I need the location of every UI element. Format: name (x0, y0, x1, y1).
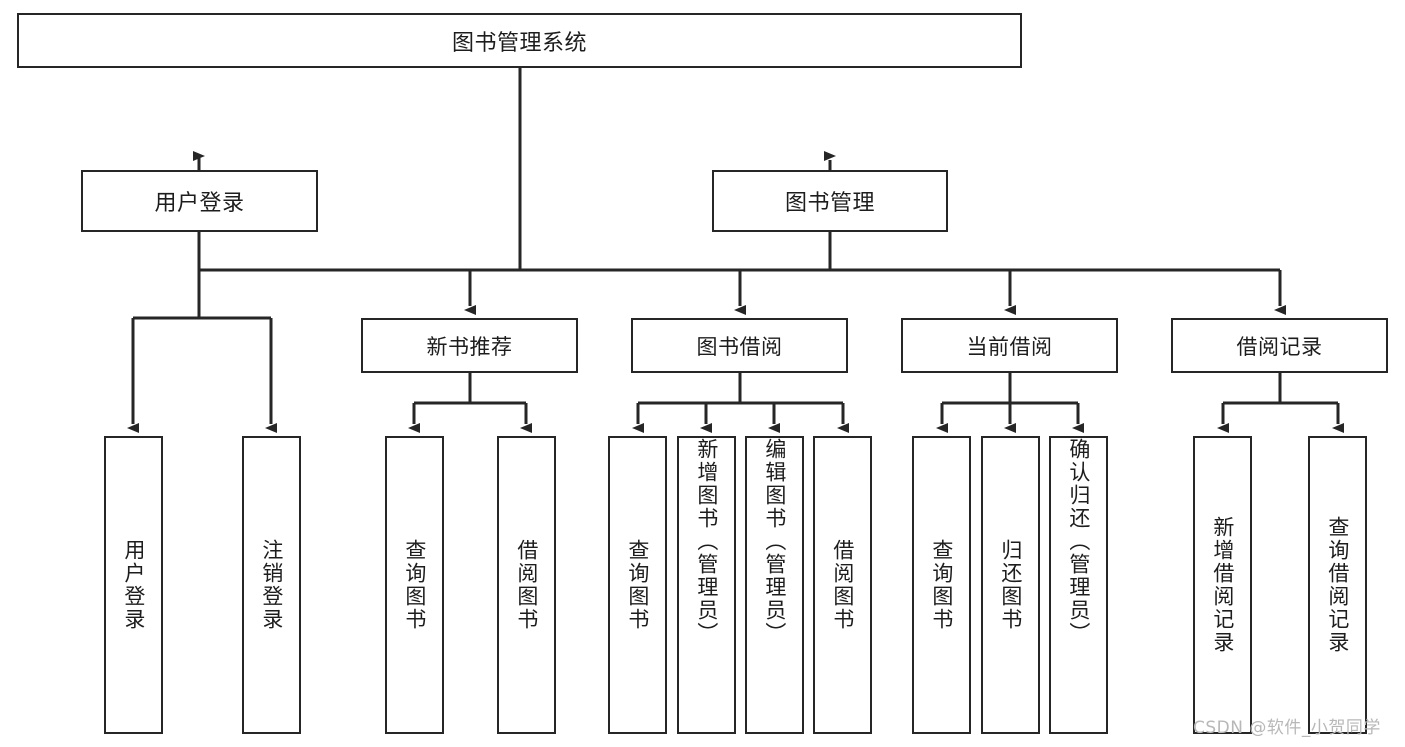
leaf-book-borrow-edit-book-admin[interactable]: 编辑图书（管理员） (745, 436, 804, 734)
edges-borrow-record-leaves (1217, 373, 1344, 433)
leaf-label: 注销登录 (259, 539, 284, 631)
leaf-book-borrow-query-book[interactable]: 查询图书 (608, 436, 667, 734)
leaf-borrow-record-query-record[interactable]: 查询借阅记录 (1308, 436, 1367, 734)
edges-current-borrow-leaves (936, 373, 1084, 433)
leaf-user-login-logout[interactable]: 注销登录 (242, 436, 301, 734)
leaf-label: 用户登录 (121, 539, 146, 631)
edges-book-borrow-leaves (632, 373, 849, 433)
leaf-label: 查询图书 (625, 539, 650, 631)
leaf-new-book-query-book[interactable]: 查询图书 (385, 436, 444, 734)
leaf-user-login-login[interactable]: 用户登录 (104, 436, 163, 734)
node-book-borrow[interactable]: 图书借阅 (631, 318, 848, 373)
leaf-label: 查询图书 (402, 539, 427, 631)
node-book-management[interactable]: 图书管理 (712, 170, 948, 232)
edges-book-manage-subtree (464, 232, 1286, 315)
leaf-borrow-record-add-record[interactable]: 新增借阅记录 (1193, 436, 1252, 734)
node-user-login-label: 用户登录 (154, 191, 245, 216)
leaf-current-borrow-query-book[interactable]: 查询图书 (912, 436, 971, 734)
leaf-label: 新增图书（管理员） (694, 438, 719, 645)
leaf-label: 查询图书 (929, 539, 954, 631)
leaf-book-borrow-borrow-book[interactable]: 借阅图书 (813, 436, 872, 734)
leaf-label: 借阅图书 (830, 539, 855, 631)
leaf-current-borrow-confirm-return-admin[interactable]: 确认归还（管理员） (1049, 436, 1108, 734)
edges-root (197, 67, 830, 272)
leaf-label: 借阅图书 (514, 539, 539, 631)
leaf-label: 新增借阅记录 (1210, 516, 1235, 654)
node-root-book-management-system[interactable]: 图书管理系统 (17, 13, 1022, 68)
leaf-current-borrow-return-book[interactable]: 归还图书 (981, 436, 1040, 734)
node-borrow-record-label: 借阅记录 (1236, 334, 1323, 359)
node-borrow-record[interactable]: 借阅记录 (1171, 318, 1388, 373)
node-current-borrow-label: 当前借阅 (966, 334, 1053, 359)
leaf-label: 查询借阅记录 (1325, 516, 1350, 654)
node-current-borrow[interactable]: 当前借阅 (901, 318, 1118, 373)
node-new-book-recommend-label: 新书推荐 (426, 334, 513, 359)
edges-user-login-subtree (127, 232, 277, 433)
node-book-borrow-label: 图书借阅 (696, 334, 783, 359)
node-book-management-label: 图书管理 (784, 191, 875, 216)
leaf-book-borrow-add-book-admin[interactable]: 新增图书（管理员） (677, 436, 736, 734)
node-new-book-recommend[interactable]: 新书推荐 (361, 318, 578, 373)
leaf-label: 归还图书 (998, 539, 1023, 631)
node-root-label: 图书管理系统 (451, 30, 587, 56)
leaf-label: 编辑图书（管理员） (762, 438, 787, 645)
edges-new-book-leaves (408, 373, 532, 433)
leaf-label: 确认归还（管理员） (1066, 438, 1091, 645)
leaf-new-book-borrow-book[interactable]: 借阅图书 (497, 436, 556, 734)
node-user-login[interactable]: 用户登录 (81, 170, 318, 232)
